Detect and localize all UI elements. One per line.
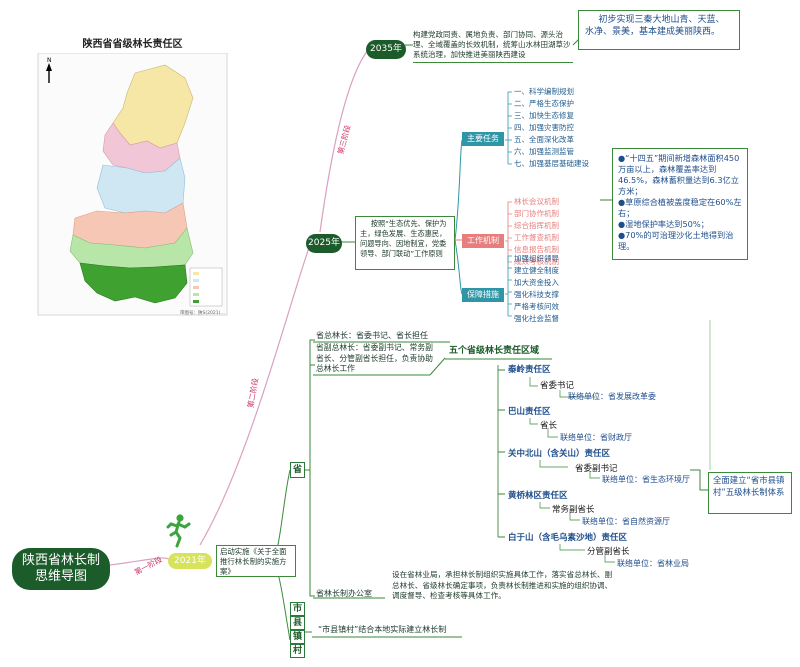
- svg-text:N: N: [47, 57, 52, 64]
- main-task-item: 五、全面深化改革: [514, 135, 574, 144]
- zone-leader: 常务副省长: [552, 505, 595, 515]
- work-mechanism-item: 部门协作机制: [514, 209, 559, 218]
- level-village[interactable]: 村: [290, 644, 305, 658]
- compass-icon: N: [46, 57, 52, 83]
- province-deputy: 省副总林长：省委副书记、常务副省长、分管副省长担任，负责协助总林长工作: [316, 343, 433, 373]
- shaanxi-map: N: [37, 53, 228, 316]
- map-panel: 陕西省省级林长责任区 N 审图号：陕S(2021)…: [35, 35, 230, 320]
- year-2021-node[interactable]: 2021年: [168, 553, 212, 569]
- target-item: ●70%的可治理沙化土地得到治理。: [618, 230, 734, 251]
- zone-contact: 联络单位：省发展改革委: [568, 392, 656, 401]
- zone-contact: 联络单位：省林业局: [617, 559, 689, 568]
- guarantee-item: 加大资金投入: [514, 278, 559, 287]
- province-chief: 省总林长：省委书记、省长担任: [316, 331, 428, 340]
- target-item: ●湿地保护率达到50%；: [618, 219, 709, 229]
- root-title-2: 思维导图: [34, 569, 87, 584]
- lower-levels-text: “市县镇村”结合本地实际建立林长制: [318, 625, 447, 634]
- zone-name[interactable]: 黄桥林区责任区: [508, 491, 568, 501]
- goal-2025-text: 按照“生态优先、保护为主，绿色发展、生态惠民，问题导向、因地制宜，党委领导、部门…: [360, 219, 447, 258]
- map-footer: 审图号：陕S(2021)…: [180, 311, 225, 316]
- goal-2035-text: 构建党政同责、属地负责、部门协同、源头治理、全域覆盖的长效机制，统筹山水林田湖草…: [413, 30, 573, 64]
- office-text: 设在省林业局，承担林长制组织实施具体工作，落实省总林长、副总林长、省级林长确定事…: [392, 570, 613, 600]
- zone-leader: 分管副省长: [587, 547, 630, 557]
- main-tasks-label[interactable]: 主要任务: [462, 132, 504, 146]
- targets-box: ●“十四五”期间新增森林面积450万亩以上，森林覆盖率达到46.5%，森林蓄积量…: [612, 148, 748, 260]
- target-item: ●草原综合植被盖度稳定在60%左右；: [618, 197, 742, 218]
- work-mechanism-item: 信息报告机制: [514, 245, 559, 254]
- zone-contact: 联络单位：省财政厅: [560, 433, 632, 442]
- main-task-item: 七、加强基层基础建设: [514, 159, 589, 168]
- root-node[interactable]: 陕西省林长制 思维导图: [12, 548, 110, 590]
- main-task-item: 二、严格生态保护: [514, 99, 574, 108]
- zone-leader: 省委书记: [540, 381, 575, 391]
- final-system-text: 全面建立“省市县镇村”五级林长制体系: [713, 475, 785, 497]
- year-2025-node[interactable]: 2025年: [306, 234, 342, 253]
- final-system-box: 全面建立“省市县镇村”五级林长制体系: [708, 472, 792, 514]
- main-task-item: 六、加强监测监管: [514, 147, 574, 156]
- work-mechanism-item: 综合指挥机制: [514, 221, 559, 230]
- work-mechanism-item: 工作督查机制: [514, 233, 559, 242]
- level-county[interactable]: 县: [290, 616, 305, 630]
- stage1-text: 启动实施《关于全面推行林长制的实施方案》: [220, 547, 287, 576]
- goal-2025-text-box: 按照“生态优先、保护为主，绿色发展、生态惠民，问题导向、因地制宜，党委领导、部门…: [355, 216, 455, 270]
- level-city[interactable]: 市: [290, 602, 305, 616]
- year-2035-node[interactable]: 2035年: [366, 40, 406, 59]
- zones-title: 五个省级林长责任区域: [449, 346, 540, 356]
- zone-name[interactable]: 白于山（含毛乌素沙地）责任区: [508, 533, 628, 543]
- zone-name[interactable]: 秦岭责任区: [508, 365, 551, 375]
- level-province[interactable]: 省: [290, 462, 305, 478]
- office-label: 省林长制办公室: [316, 589, 372, 598]
- zone-contact: 联络单位：省生态环境厅: [602, 475, 690, 484]
- runner-icon: [166, 514, 191, 548]
- zone-name[interactable]: 关中北山（含关山）责任区: [508, 449, 611, 459]
- zone-contact: 联络单位：省自然资源厅: [582, 517, 670, 526]
- zone-leader: 省委副书记: [575, 464, 618, 474]
- target-item: ●“十四五”期间新增森林面积450万亩以上，森林覆盖率达到46.5%，森林蓄积量…: [618, 153, 740, 196]
- work-mechanism-item: 成效考核机制: [514, 257, 559, 266]
- work-mechanism-item: 林长会议机制: [514, 197, 559, 206]
- goal-2035-result-text: 初步实现三秦大地山青、天蓝、水净、景美，基本建成美丽陕西。: [585, 15, 725, 37]
- map-title: 陕西省省级林长责任区: [82, 39, 183, 50]
- guarantee-item: 严格考核问效: [514, 302, 559, 311]
- guarantee-item: 强化社会监督: [514, 314, 559, 323]
- guarantee-label[interactable]: 保障措施: [462, 288, 504, 302]
- main-task-item: 一、科学编制规划: [514, 87, 574, 96]
- stage1-box: 启动实施《关于全面推行林长制的实施方案》: [216, 545, 296, 577]
- main-task-item: 三、加快生态修复: [514, 111, 574, 120]
- zone-name[interactable]: 巴山责任区: [508, 407, 551, 417]
- root-title-1: 陕西省林长制: [21, 553, 100, 568]
- main-task-item: 四、加强灾害防控: [514, 123, 574, 132]
- guarantee-item: 建立健全制度: [514, 266, 559, 275]
- guarantee-item: 强化科技支撑: [514, 290, 559, 299]
- guarantee-item: 加强组织领导: [514, 254, 559, 263]
- zone-leader: 省长: [540, 421, 558, 431]
- work-mechanism-label[interactable]: 工作机制: [462, 234, 504, 248]
- goal-2035-result: 初步实现三秦大地山青、天蓝、水净、景美，基本建成美丽陕西。: [578, 10, 740, 50]
- level-town[interactable]: 镇: [290, 630, 305, 644]
